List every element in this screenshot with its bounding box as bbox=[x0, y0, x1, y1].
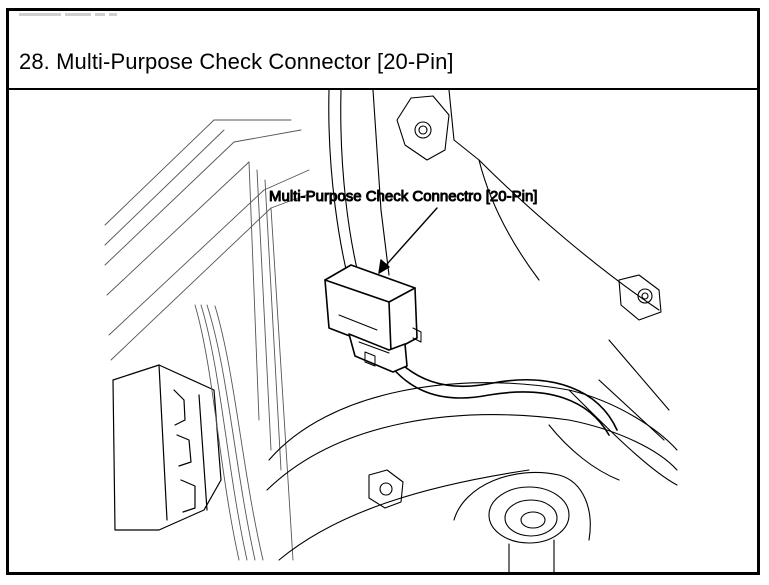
bottom-fasteners bbox=[368, 469, 591, 572]
check-connector bbox=[324, 264, 422, 373]
faded-header-marks bbox=[19, 13, 149, 21]
right-fastener bbox=[598, 274, 670, 441]
header-bar: 28. Multi-Purpose Check Connector [20-Pi… bbox=[9, 11, 757, 90]
vehicle-drawing: Multi-Purpose Check Connectro [20-Pin] bbox=[104, 90, 678, 572]
page-title: 28. Multi-Purpose Check Connector [20-Pi… bbox=[19, 49, 454, 74]
connector-wire bbox=[380, 347, 618, 436]
connector-callout-label: Multi-Purpose Check Connectro [20-Pin] bbox=[269, 188, 537, 205]
left-bracket bbox=[112, 364, 222, 531]
diagram-frame: 28. Multi-Purpose Check Connector [20-Pi… bbox=[6, 8, 760, 575]
trunk-panels bbox=[266, 382, 678, 561]
callout-arrow bbox=[378, 207, 438, 274]
left-body-panels bbox=[104, 119, 310, 561]
left-harness bbox=[194, 304, 264, 561]
connector-illustration: Multi-Purpose Check Connectro [20-Pin] bbox=[9, 90, 757, 572]
